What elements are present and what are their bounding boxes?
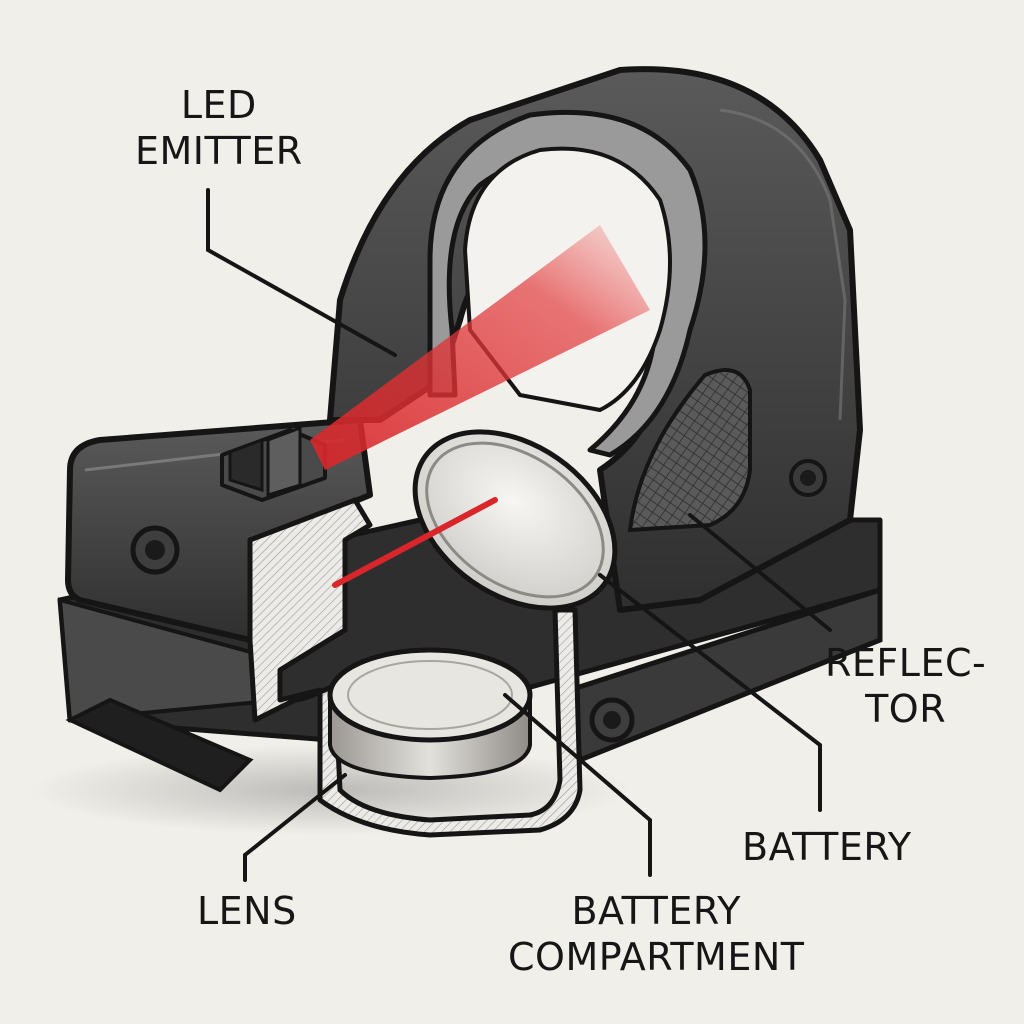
inner-beam [332,497,498,588]
led-beam [310,225,650,470]
label-battery: BATTERY [742,824,912,870]
label-battery-compartment-line2: COMPARTMENT [508,935,805,980]
leader-battery-compartment [503,693,652,877]
label-reflector: REFLEC- TOR [825,640,986,733]
battery-cell [327,647,533,781]
label-reflector-line2: TOR [865,687,947,732]
label-battery-line1: BATTERY [742,825,912,869]
label-battery-compartment: BATTERY COMPARTMENT [508,888,805,981]
label-reflector-line1: REFLEC- [825,641,987,685]
led-emitter-component [220,425,327,502]
label-battery-compartment-line1: BATTERY [571,889,742,933]
reflector-lens [412,429,618,611]
leader-led-emitter [206,188,397,357]
leader-lines [206,188,832,882]
label-lens-line1: LENS [197,889,297,933]
leader-lens [243,773,347,882]
label-led-emitter-line1: LED [180,83,257,127]
label-led-emitter: LED EMITTER [135,82,303,175]
leader-battery [598,573,822,812]
leader-reflector [688,513,832,632]
grip-panel [627,368,752,533]
label-led-emitter-line2: EMITTER [135,129,303,174]
label-lens: LENS [197,888,297,934]
